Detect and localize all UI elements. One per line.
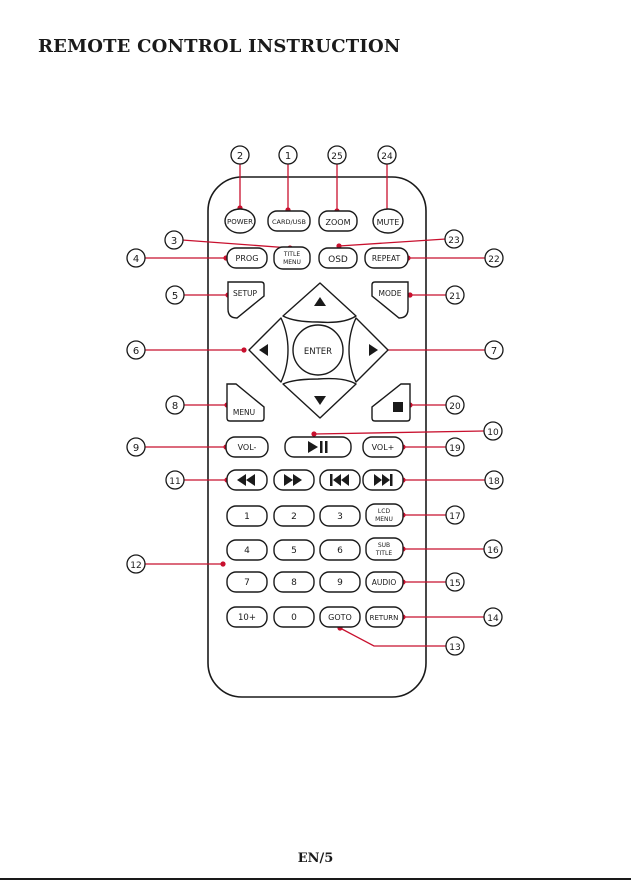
prog-label: PROG xyxy=(236,254,259,263)
callout-13-text: 13 xyxy=(449,643,460,653)
card-usb-label: CARD/USB xyxy=(272,218,306,226)
setup-label: SETUP xyxy=(233,289,258,298)
mute-label: MUTE xyxy=(377,218,400,227)
callout-24-text: 24 xyxy=(381,152,393,162)
callout-22-text: 22 xyxy=(488,255,499,265)
title-menu-label-1: TITLE xyxy=(283,251,300,258)
subtitle-label-1: SUB xyxy=(378,542,390,549)
num-2-label: 2 xyxy=(291,512,297,522)
callout-14-text: 14 xyxy=(487,614,499,624)
num-0-label: 0 xyxy=(291,613,297,623)
callout-17-text: 17 xyxy=(449,512,460,522)
num-6-label: 6 xyxy=(337,546,343,556)
callout-12-text: 12 xyxy=(130,561,141,571)
num-5-label: 5 xyxy=(291,546,297,556)
num-3-label: 3 xyxy=(337,512,343,522)
vol-minus-label: VOL- xyxy=(238,443,257,452)
menu-label: MENU xyxy=(233,408,255,417)
callout-16-text: 16 xyxy=(487,546,499,556)
stop-square-icon xyxy=(393,402,403,412)
lcd-menu-label-2: MENU xyxy=(375,516,393,523)
zoom-label: ZOOM xyxy=(326,218,351,227)
repeat-label: REPEAT xyxy=(372,254,401,263)
bottom-rule xyxy=(0,878,631,880)
callout-11-text: 11 xyxy=(169,477,180,487)
callout-1-text: 1 xyxy=(285,151,291,162)
lcd-menu-label-1: LCD xyxy=(378,508,391,515)
subtitle-label-2: TITLE xyxy=(375,550,392,557)
callout-21-text: 21 xyxy=(449,292,460,302)
callout-3-text: 3 xyxy=(171,236,177,247)
callout-10-text: 10 xyxy=(487,428,499,438)
num-10plus-label: 10+ xyxy=(238,613,256,623)
callout-19-text: 19 xyxy=(449,444,461,454)
power-label: POWER xyxy=(227,218,253,226)
callout-8-text: 8 xyxy=(172,401,178,412)
callout-20-text: 20 xyxy=(449,402,461,412)
vol-plus-label: VOL+ xyxy=(372,443,395,452)
callout-5-text: 5 xyxy=(172,291,178,302)
callout-23-text: 23 xyxy=(448,236,459,246)
enter-label: ENTER xyxy=(304,347,332,357)
callout-25-text: 25 xyxy=(331,152,342,162)
num-7-label: 7 xyxy=(244,578,250,588)
mode-label: MODE xyxy=(379,289,402,298)
callout-6-text: 6 xyxy=(133,346,139,357)
goto-label: GOTO xyxy=(328,613,352,622)
page-number: EN/5 xyxy=(0,851,631,866)
num-9-label: 9 xyxy=(337,578,343,588)
title-menu-label-2: MENU xyxy=(283,259,301,266)
callout-18-text: 18 xyxy=(488,477,500,487)
num-4-label: 4 xyxy=(244,546,250,556)
audio-label: AUDIO xyxy=(372,578,397,587)
callout-2-text: 2 xyxy=(237,151,243,162)
callout-4-text: 4 xyxy=(133,254,139,265)
return-label: RETURN xyxy=(370,614,399,622)
osd-label: OSD xyxy=(328,255,348,265)
num-8-label: 8 xyxy=(291,578,297,588)
num-1-label: 1 xyxy=(244,512,250,522)
callout-15-text: 15 xyxy=(449,579,460,589)
callout-9-text: 9 xyxy=(133,443,139,454)
callout-7-text: 7 xyxy=(491,346,497,357)
